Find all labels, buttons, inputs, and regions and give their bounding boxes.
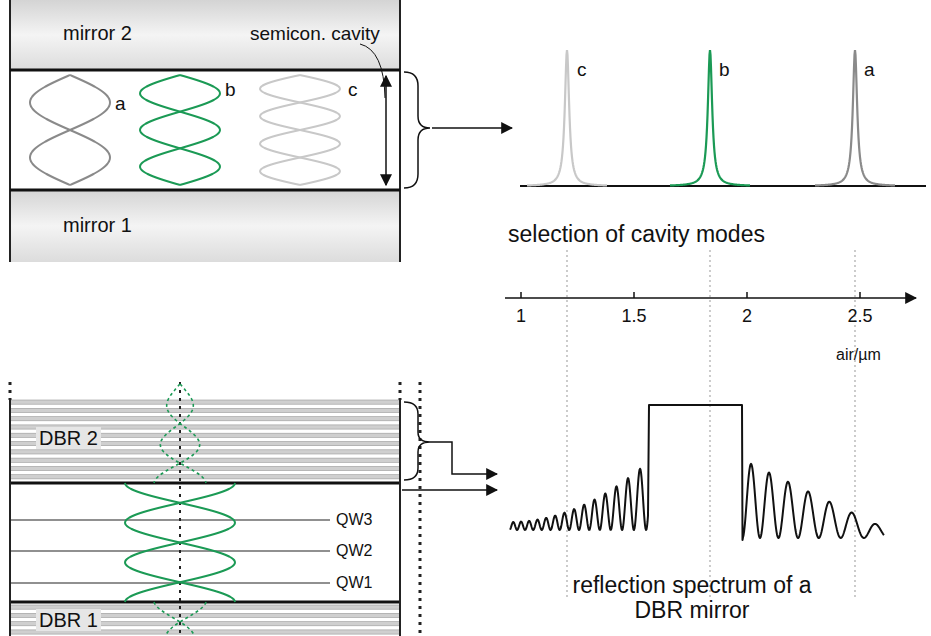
arrow <box>432 127 512 129</box>
leader-line <box>360 44 385 98</box>
bracket <box>404 72 430 188</box>
mode-letter: b <box>719 60 730 81</box>
mode-letter: c <box>348 80 358 101</box>
caption-text: reflection spectrum of a DBR mirror <box>547 573 837 624</box>
mirror-band: mirror 1 <box>10 190 400 262</box>
spectra <box>510 50 926 540</box>
bracket <box>404 402 430 480</box>
mode-letter: a <box>864 60 875 81</box>
layer-label: QW1 <box>336 574 372 592</box>
mode-letter: b <box>225 80 236 101</box>
arrow <box>430 442 497 474</box>
tick-label: 2.5 <box>847 307 872 327</box>
tick-label: 1 <box>516 307 526 327</box>
frame-line <box>9 400 11 636</box>
guide-lines <box>567 250 855 600</box>
dbr-mirror: DBR 1 <box>10 603 400 636</box>
mirror-band <box>10 190 400 262</box>
frame-line <box>399 0 401 262</box>
mode-letter: a <box>115 94 126 115</box>
mirror-edge <box>10 189 400 192</box>
part-label: DBR 2 <box>36 427 101 449</box>
frame-line <box>399 400 401 636</box>
continuation-marks <box>10 382 420 636</box>
axis <box>505 297 916 299</box>
layer-label: QW3 <box>336 511 372 529</box>
caption-text: selection of cavity modes <box>508 222 765 247</box>
mirror-edge <box>10 69 400 72</box>
part-label: mirror 2 <box>60 22 135 44</box>
standing-waves <box>30 75 340 636</box>
mirror-band <box>10 0 400 70</box>
part-label: DBR 1 <box>36 609 101 631</box>
part-label: semicon. cavity <box>250 24 380 45</box>
quantum-well-lines <box>10 520 330 583</box>
dbr-layers <box>10 400 400 634</box>
mode-letter: c <box>577 60 587 81</box>
arrow <box>402 489 497 491</box>
layer-label: QW2 <box>336 542 372 560</box>
tick-label: 1.5 <box>621 307 646 327</box>
dbr-mirror: DBR 2 <box>10 400 400 482</box>
frame-line <box>9 0 11 262</box>
part-label: mirror 1 <box>60 214 135 236</box>
tick-label: 2 <box>742 307 752 327</box>
axis-label: air/µm <box>836 346 881 364</box>
length-arrow <box>385 76 387 185</box>
